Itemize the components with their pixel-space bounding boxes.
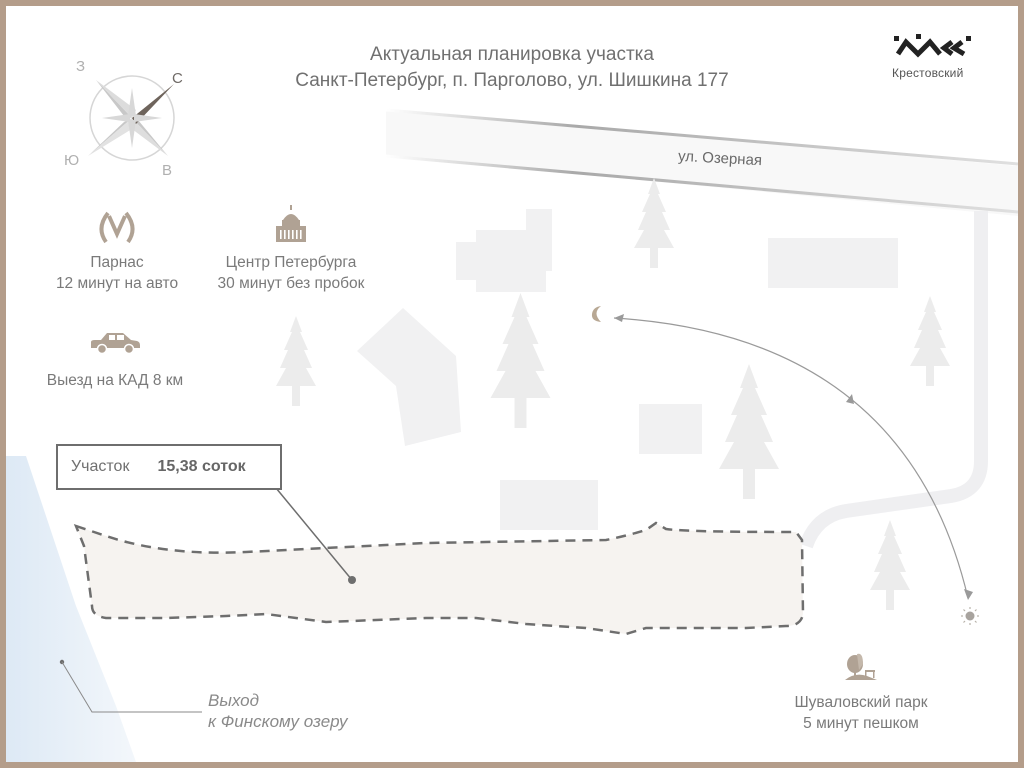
car-icon <box>91 333 140 355</box>
city-center-name: Центр Петербурга <box>225 254 357 271</box>
page-title: Актуальная планировка участка Санкт-Пете… <box>6 42 1018 94</box>
plot-callout-line <box>275 487 353 581</box>
ring-road-distance: Выезд на КАД 8 км <box>46 372 184 389</box>
title-line-2: Санкт-Петербург, п. Парголово, ул. Шишки… <box>295 70 729 91</box>
title-line-1: Актуальная планировка участка <box>370 44 654 65</box>
plot-boundary <box>73 521 805 636</box>
metro-time: 12 минут на авто <box>55 275 179 292</box>
moon-icon <box>591 306 601 322</box>
compass-east-label: В <box>162 162 173 179</box>
brand-logo: Крестовский <box>892 32 1002 80</box>
metro-icon <box>99 211 135 244</box>
lake-area <box>6 456 136 762</box>
park-name: Шуваловский парк <box>794 694 928 711</box>
compass-west-label: З <box>76 58 86 75</box>
city-center-info: Центр Петербурга 30 минут без пробок <box>206 204 376 294</box>
compass-south-label: Ю <box>64 152 80 169</box>
capitol-building-icon <box>276 205 306 242</box>
compass-north-label: С <box>172 70 183 87</box>
metro-name: Парнас <box>90 254 144 271</box>
plot-label: Участок <box>71 458 130 475</box>
compass-rose: З С Ю В <box>64 52 204 182</box>
side-road <box>799 211 988 549</box>
park-tree-bench-icon <box>845 653 877 680</box>
sun-path-arc <box>613 317 969 599</box>
street-ozernaya <box>386 110 1018 216</box>
lake-label: Выход к Финскому озеру <box>208 690 348 732</box>
site-plan-map <box>6 108 1018 762</box>
sun-icon <box>961 607 979 625</box>
lake-label-line2: к Финскому озеру <box>208 712 348 731</box>
plot-info-box: Участок 15,38 соток <box>56 444 282 490</box>
city-center-time: 30 минут без пробок <box>217 275 365 292</box>
map-frame: Актуальная планировка участка Санкт-Пете… <box>6 6 1018 762</box>
krestovsky-logo-icon <box>894 34 971 58</box>
lake-label-line1: Выход <box>208 691 260 710</box>
metro-info: Парнас 12 минут на авто <box>42 210 192 294</box>
logo-text: Крестовский <box>892 66 964 80</box>
compass-icon <box>88 75 175 161</box>
park-time: 5 минут пешком <box>803 715 919 732</box>
plot-area-value: 15,38 соток <box>157 458 246 475</box>
plot-callout-dot <box>348 576 356 584</box>
park-info: Шуваловский парк 5 минут пешком <box>766 650 956 734</box>
ring-road-info: Выезд на КАД 8 км <box>30 330 200 391</box>
